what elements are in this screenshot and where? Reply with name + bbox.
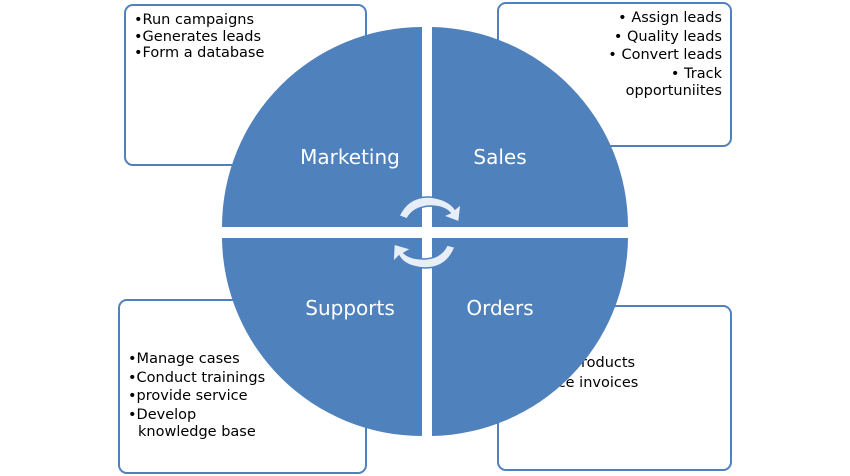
supports-label: Supports xyxy=(305,296,394,320)
supports-item: •Manage cases xyxy=(128,351,240,367)
sales-item-line: • Track xyxy=(670,66,722,83)
supports-item-line: knowledge base xyxy=(138,423,256,440)
supports-item: •provide service xyxy=(128,388,248,405)
marketing-label: Marketing xyxy=(300,145,400,169)
sales-item-track: • Track opportuniites xyxy=(507,66,722,99)
orders-quadrant xyxy=(432,238,628,436)
sales-item: • Assign leads xyxy=(618,10,722,26)
marketing-quadrant xyxy=(222,27,422,227)
orders-label: Orders xyxy=(466,296,533,320)
supports-item: •Conduct trainings xyxy=(128,369,266,386)
sales-item-line: opportuniites xyxy=(625,82,722,99)
lower-arrow-icon xyxy=(392,243,457,269)
supports-item-line: •Develop xyxy=(128,407,197,424)
supports-item-develop: •Develop knowledge base xyxy=(128,407,357,440)
sales-quadrant xyxy=(432,27,628,227)
marketing-item: •Run campaigns xyxy=(134,12,255,28)
marketing-item: •Form a database xyxy=(134,45,265,62)
supports-quadrant xyxy=(222,238,422,437)
sales-item: • Quality leads xyxy=(613,28,722,45)
marketing-item: •Generates leads xyxy=(134,28,262,45)
sales-label: Sales xyxy=(473,145,526,169)
sales-item: • Convert leads xyxy=(608,47,722,64)
upper-arrow-icon xyxy=(397,196,462,224)
cycle-arrows-icon xyxy=(392,196,462,269)
